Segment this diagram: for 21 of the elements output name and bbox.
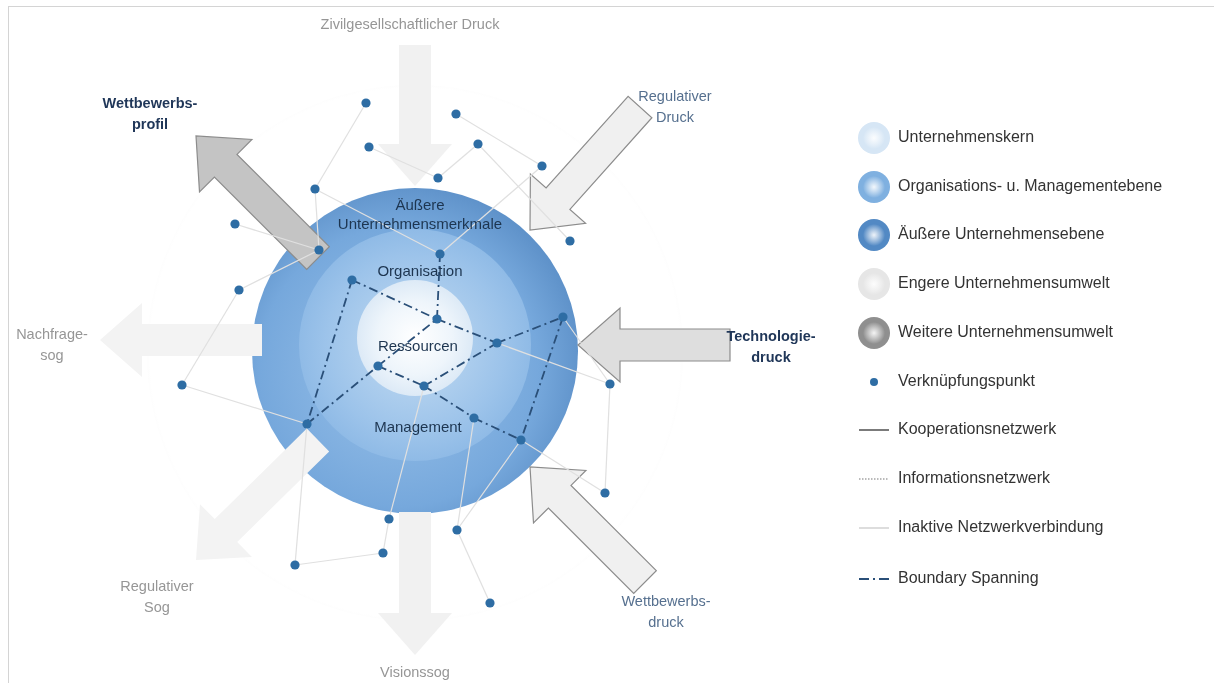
ring-label: Ressourcen bbox=[376, 336, 459, 356]
ring-label: Management bbox=[373, 417, 463, 437]
legend-label: Organisations- u. Managementebene bbox=[898, 176, 1163, 195]
legend-label: Verknüpfungspunkt bbox=[898, 371, 1035, 390]
arrow-label: Zivilgesellschaftlicher Druck bbox=[319, 15, 501, 34]
legend-label: Inaktive Netzwerkverbindung bbox=[898, 517, 1104, 536]
arrow-label: Wettbewerbs- druck bbox=[620, 592, 712, 632]
legend-label: Unternehmenskern bbox=[898, 128, 1035, 146]
arrow-label: Technologie- druck bbox=[725, 327, 817, 367]
legend-label: Engere Unternehmensumwelt bbox=[898, 274, 1110, 293]
legend-label: Kooperationsnetzwerk bbox=[898, 420, 1057, 439]
legend-label: Äußere Unternehmensebene bbox=[898, 225, 1105, 244]
ring-label: Organisation bbox=[376, 261, 464, 281]
legend-label: Boundary Spanning bbox=[898, 569, 1039, 588]
arrow-label: Wettbewerbs- profil bbox=[101, 94, 199, 134]
arrow-label: Nachfrage- sog bbox=[15, 325, 89, 365]
arrow-label: Visionssog bbox=[379, 663, 451, 682]
legend-label: Informationsnetzwerk bbox=[898, 468, 1051, 487]
legend-label: Weitere Unternehmensumwelt bbox=[898, 322, 1113, 341]
arrow-label: Regulativer Druck bbox=[637, 87, 713, 127]
arrow-label: Regulativer Sog bbox=[119, 577, 195, 617]
